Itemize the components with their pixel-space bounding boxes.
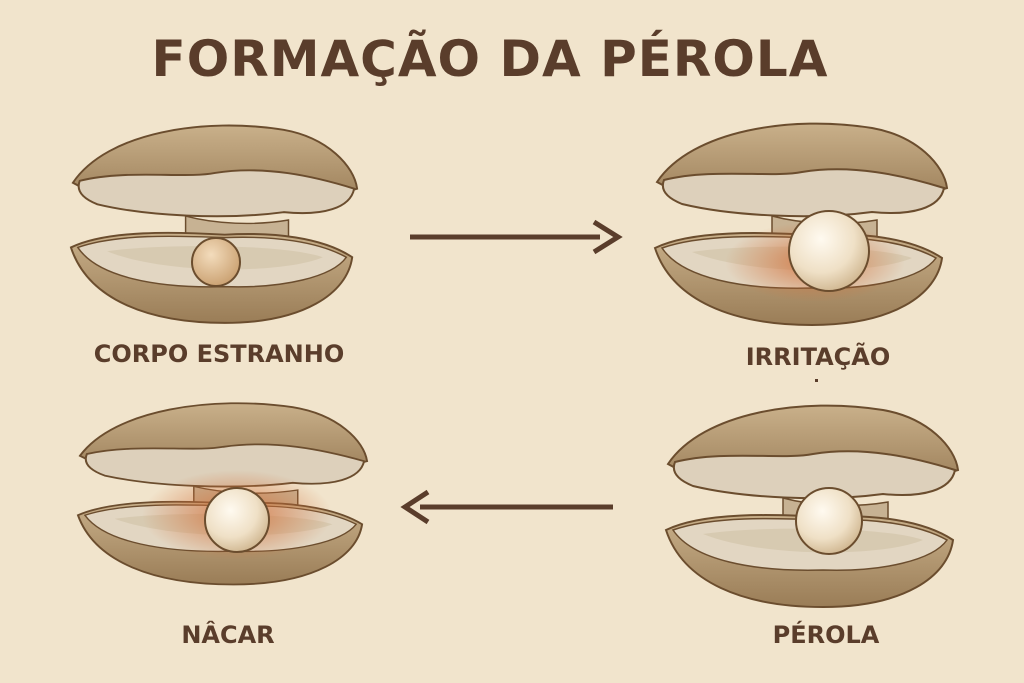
label-corpo-estranho: CORPO ESTRANHO <box>93 340 345 368</box>
arrow-right-icon <box>410 219 623 255</box>
label-nacar: NÂCAR <box>181 621 275 649</box>
arrow-left-icon <box>400 489 613 525</box>
pearl <box>204 487 270 553</box>
label-perola: PÉROLA <box>772 621 880 649</box>
shell-corpo-estranho <box>69 124 359 324</box>
pearl <box>795 487 863 555</box>
label-irritacao: IRRITAÇÃO <box>745 343 891 371</box>
small-dot <box>815 379 818 382</box>
shell-perola <box>665 404 959 608</box>
shell-nacar <box>76 402 369 586</box>
page-title: FORMAÇÃO DA PÉROLA <box>151 30 829 88</box>
pearl <box>788 210 870 292</box>
shell-irritacao <box>654 122 948 326</box>
foreign-body <box>191 237 241 287</box>
